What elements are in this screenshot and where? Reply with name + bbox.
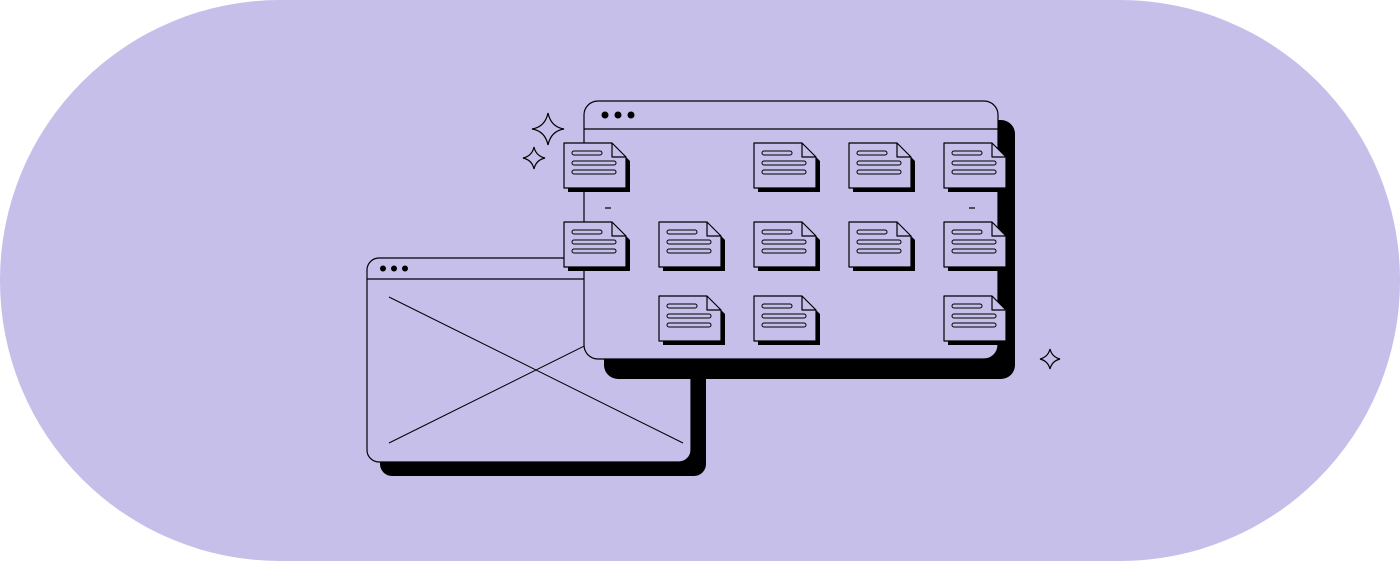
- front-window: [563, 100, 1010, 360]
- file-grid: [563, 142, 1010, 345]
- document-file-icon: [943, 142, 1010, 192]
- document-file-icon: [658, 221, 725, 271]
- document-file-icon: [753, 221, 820, 271]
- sparkle-icon: [522, 146, 546, 170]
- three-dots-icon: [601, 111, 635, 119]
- document-file-icon: [943, 295, 1010, 345]
- sparkle-icon: [531, 112, 565, 146]
- document-file-icon: [563, 221, 630, 271]
- document-file-icon: [848, 142, 915, 192]
- document-file-icon: [848, 221, 915, 271]
- document-file-icon: [753, 142, 820, 192]
- document-file-icon: [943, 221, 1010, 271]
- document-file-icon: [658, 295, 725, 345]
- document-file-icon: [753, 295, 820, 345]
- document-file-icon: [563, 142, 630, 192]
- three-dots-icon: [380, 265, 408, 272]
- sparkle-icon: [1039, 348, 1061, 370]
